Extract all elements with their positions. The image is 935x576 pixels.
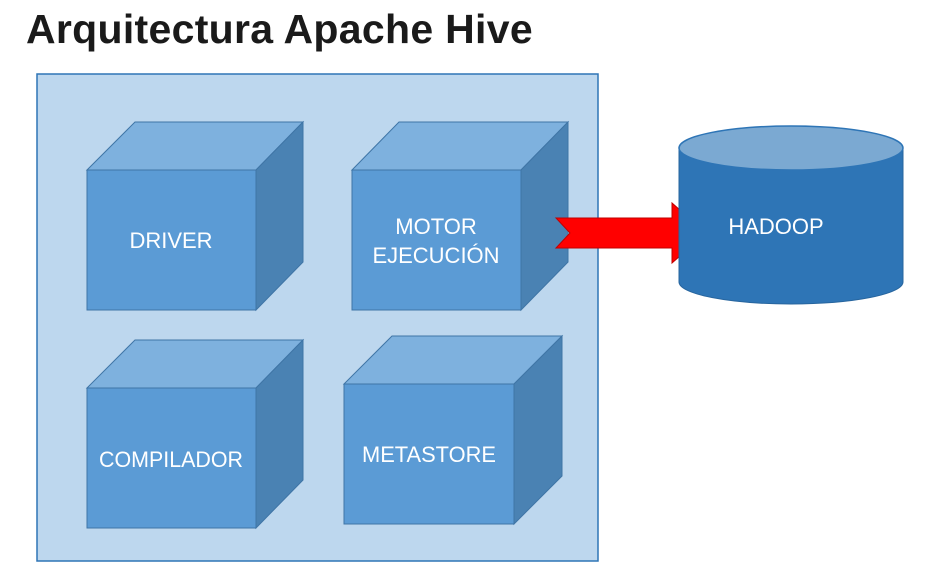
hadoop-label: HADOOP — [728, 214, 823, 239]
hadoop-database: HADOOP — [678, 125, 904, 305]
hadoop-cylinder-body — [678, 147, 904, 305]
motor-label-line1: MOTOR — [395, 214, 476, 239]
compilador-label: COMPILADOR — [99, 447, 243, 472]
metastore-cube: METASTORE — [342, 334, 564, 526]
metastore-cube-front — [343, 383, 515, 525]
motor-ejecucion-cube: MOTOR EJECUCIÓN — [350, 120, 570, 312]
compilador-cube: COMPILADOR — [85, 338, 305, 530]
driver-cube-front — [86, 169, 257, 311]
driver-label: DRIVER — [129, 228, 212, 253]
red-arrow-icon — [554, 201, 707, 265]
motor-cube-front — [351, 169, 522, 311]
metastore-label: METASTORE — [362, 442, 496, 467]
driver-cube: DRIVER — [85, 120, 305, 312]
hadoop-cylinder-top — [678, 125, 904, 171]
page-title: Arquitectura Apache Hive — [26, 6, 533, 52]
compilador-cube-front — [86, 387, 257, 529]
motor-label-line2: EJECUCIÓN — [372, 243, 499, 268]
